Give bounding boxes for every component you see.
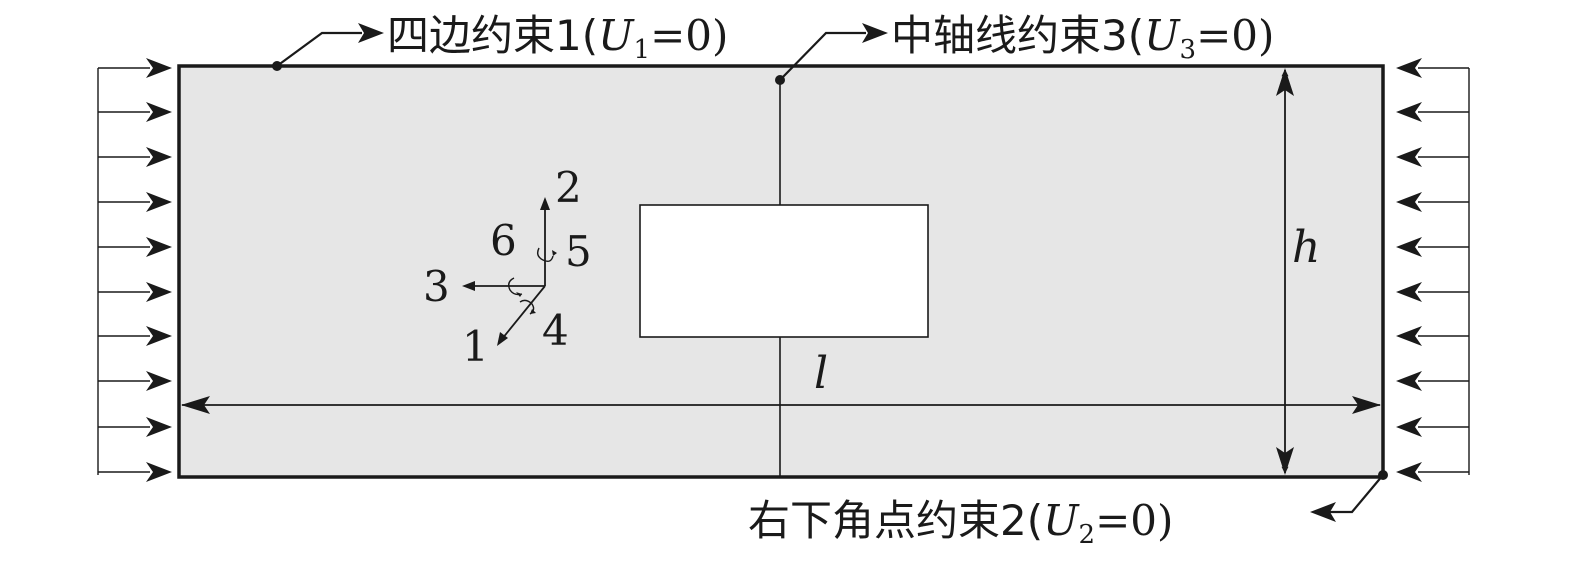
axis-label-5: 5 [565,227,592,276]
axis-label-4: 4 [542,306,569,355]
edge-constraint-label: 四边约束1(U1=0) [387,11,728,65]
axis-label-3: 3 [423,262,450,311]
corner-constraint-leader [1310,470,1388,522]
axis-label-2: 2 [555,163,582,212]
axis-label-6: 6 [490,216,517,265]
length-dimension [181,396,1381,414]
axis-constraint-label: 中轴线约束3(U3=0) [891,11,1274,65]
axis-label-1: 1 [462,322,489,371]
corner-constraint-label: 右下角点约束2(U2=0) [748,496,1173,550]
left-load-arrows [97,58,172,482]
opening [639,204,929,338]
height-label: h [1292,222,1320,273]
edge-constraint-leader [272,23,384,71]
right-load-arrows [1396,58,1470,482]
coordinate-triad [462,197,557,346]
axis-constraint-leader [775,23,888,85]
length-label: l [814,348,828,399]
